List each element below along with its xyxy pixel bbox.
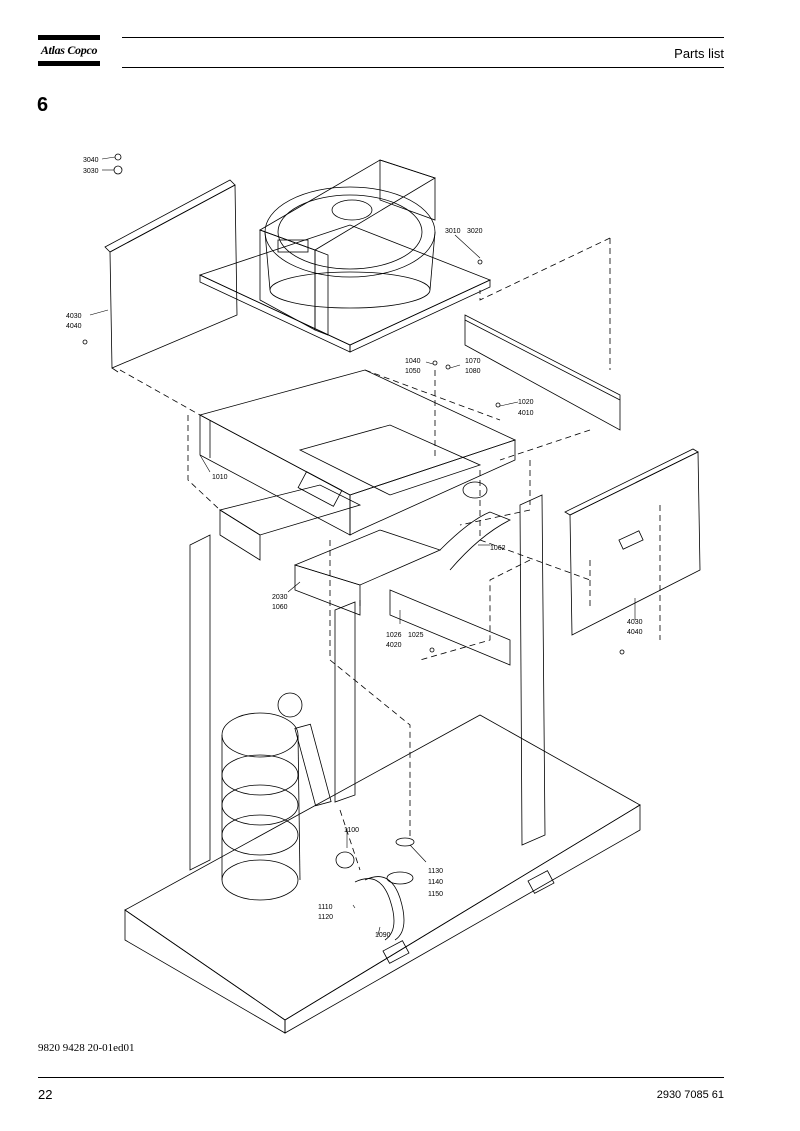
callout-1120: 1120 bbox=[318, 914, 333, 921]
callout-1025: 1025 bbox=[408, 632, 424, 639]
callout-1040: 1040 bbox=[405, 358, 421, 365]
left-side-panel bbox=[104, 179, 238, 373]
assembly-dashed-lines bbox=[119, 237, 661, 871]
callout-1010: 1010 bbox=[212, 474, 228, 481]
header-title: Parts list bbox=[674, 46, 724, 61]
callout-1140: 1140 bbox=[428, 879, 443, 886]
callout-1110: 1110 bbox=[318, 904, 333, 911]
pipe-elbow bbox=[335, 837, 415, 941]
logo-text: Atlas Copco bbox=[40, 43, 98, 57]
callout-4010: 4010 bbox=[518, 410, 534, 417]
callout-1090: 1090 bbox=[375, 932, 391, 939]
logo-bar-bottom bbox=[38, 61, 100, 66]
base-frame bbox=[124, 714, 641, 1034]
callout-4040-left: 4040 bbox=[66, 323, 82, 330]
callout-1050: 1050 bbox=[405, 368, 421, 375]
callout-leaders bbox=[89, 156, 636, 936]
callout-1150: 1150 bbox=[428, 891, 443, 898]
exploded-parts-drawing: 3040 3030 3010 3020 4030 4040 1040 1050 … bbox=[66, 153, 701, 1034]
callout-1060: 1060 bbox=[272, 604, 288, 611]
header-rule-bottom bbox=[122, 67, 724, 68]
callout-1130: 1130 bbox=[428, 868, 443, 875]
callout-3040: 3040 bbox=[83, 157, 99, 164]
fan-top-plate bbox=[198, 159, 492, 353]
callout-labels: 3040 3030 3010 3020 4030 4040 1040 1050 … bbox=[66, 157, 643, 939]
footer-rule bbox=[38, 1077, 724, 1078]
header-rule-top bbox=[122, 37, 724, 38]
callout-2030: 2030 bbox=[272, 594, 288, 601]
tank-vessel bbox=[221, 692, 332, 901]
section-number: 6 bbox=[37, 94, 49, 116]
callout-1080: 1080 bbox=[465, 368, 481, 375]
callout-1026: 1026 bbox=[386, 632, 402, 639]
callout-4020: 4020 bbox=[386, 642, 402, 649]
vertical-posts bbox=[189, 494, 546, 871]
callout-1020: 1020 bbox=[518, 399, 534, 406]
rear-rail bbox=[464, 314, 621, 431]
callout-1070: 1070 bbox=[465, 358, 481, 365]
callout-3010: 3010 bbox=[445, 228, 461, 235]
callout-4030-right: 4030 bbox=[627, 619, 643, 626]
middle-duct-block bbox=[218, 481, 511, 616]
right-side-panel bbox=[564, 448, 701, 636]
document-code: 9820 9428 20-01ed01 bbox=[38, 1042, 135, 1054]
callout-1100: 1100 bbox=[344, 827, 359, 834]
lower-cross-rail bbox=[389, 589, 511, 666]
callout-3020: 3020 bbox=[467, 228, 483, 235]
page-number: 22 bbox=[38, 1087, 53, 1102]
callout-4030-left: 4030 bbox=[66, 313, 82, 320]
callout-4040-right: 4040 bbox=[627, 629, 643, 636]
callout-1062: 1062 bbox=[490, 545, 506, 552]
logo-bar-top bbox=[38, 35, 100, 40]
atlas-copco-logo: Atlas Copco bbox=[38, 35, 100, 67]
document-number: 2930 7085 61 bbox=[656, 1089, 724, 1101]
upper-frame-tray bbox=[198, 369, 517, 536]
callout-3030: 3030 bbox=[83, 168, 99, 175]
hardware-bolts bbox=[82, 153, 625, 655]
